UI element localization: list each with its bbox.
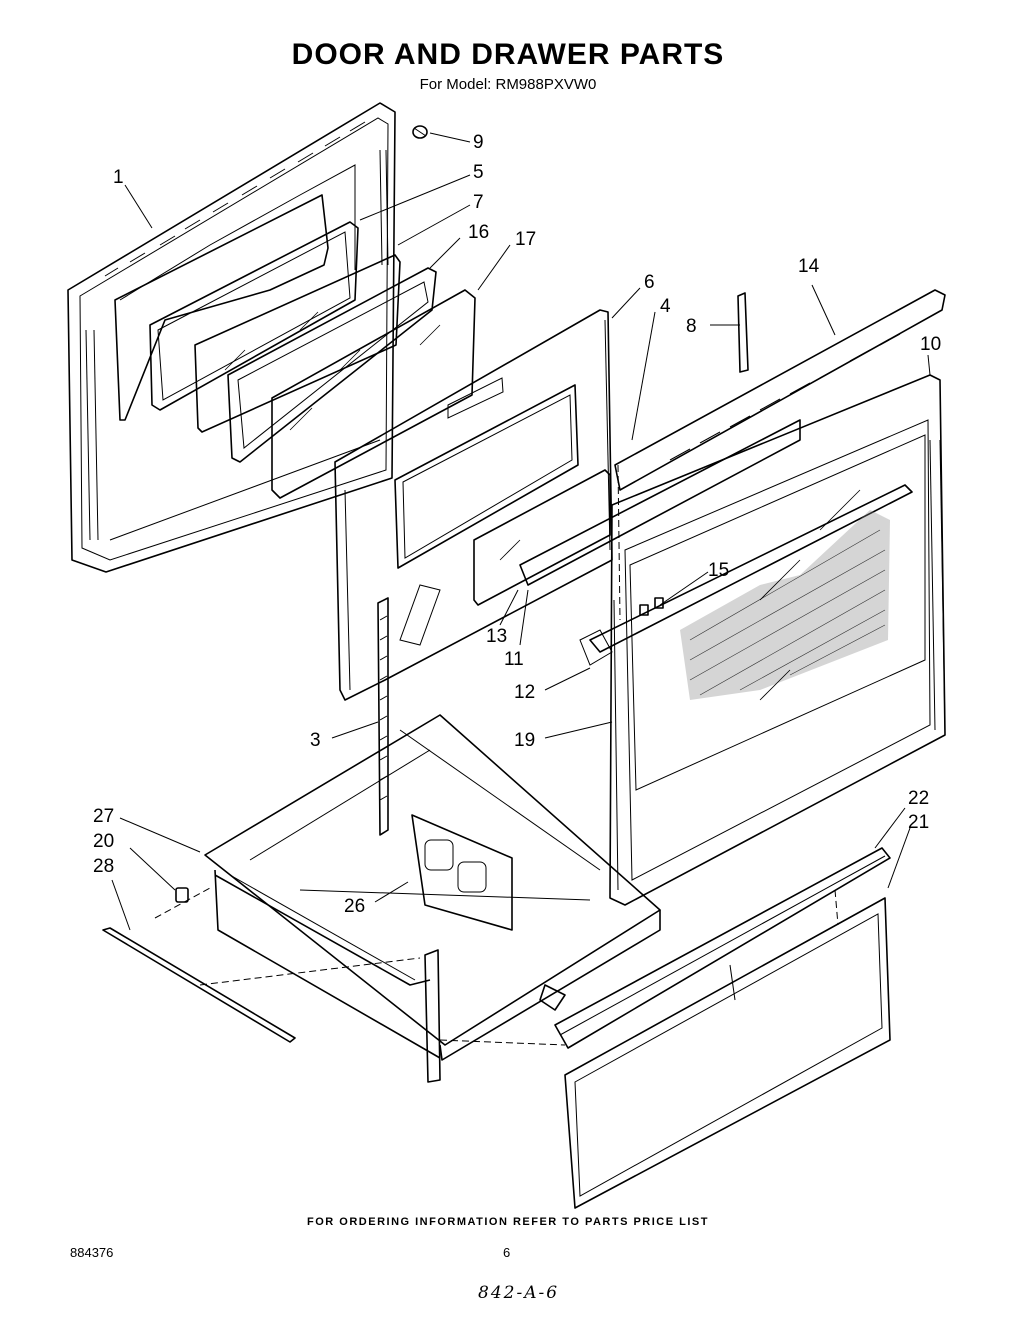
callout-9: 9 [473, 132, 484, 153]
callout-16: 16 [468, 222, 489, 243]
callout-3: 3 [310, 730, 321, 751]
inner-door-glass [194, 254, 401, 433]
callout-15: 15 [708, 560, 729, 581]
callout-13: 13 [486, 626, 507, 647]
callout-1: 1 [113, 167, 124, 188]
callout-27: 27 [93, 806, 114, 827]
page-title: DOOR AND DRAWER PARTS [291, 38, 725, 71]
ordering-info-note: FOR ORDERING INFORMATION REFER TO PARTS … [307, 1216, 709, 1228]
drawer-divider-part [411, 814, 513, 931]
callout-28: 28 [93, 856, 114, 877]
callout-4: 4 [660, 296, 671, 317]
callout-8: 8 [686, 316, 697, 337]
drawer-front-panel [564, 897, 891, 1209]
callout-14: 14 [798, 256, 820, 277]
hinge-strip-part [377, 597, 389, 836]
door-glass-frame [227, 267, 437, 463]
callout-10: 10 [920, 334, 941, 355]
callout-leader-lines [111, 132, 931, 931]
callout-17: 17 [515, 229, 536, 250]
model-subtitle: For Model: RM988PXVW0 [419, 76, 597, 93]
handwritten-reference: 842-A-6 [478, 1283, 560, 1303]
door-knob-part [412, 125, 428, 139]
callout-21: 21 [908, 812, 929, 833]
page-number: 6 [503, 1245, 511, 1260]
document-number: 884376 [70, 1245, 114, 1260]
door-mesh-screen [680, 489, 890, 701]
vent-trim-part [614, 289, 946, 491]
door-liner-panel [114, 194, 359, 421]
oven-door-outer-frame [579, 374, 946, 906]
callout-6: 6 [644, 272, 655, 293]
callout-19: 19 [514, 730, 535, 751]
callout-7: 7 [473, 192, 484, 213]
door-inner-panel [334, 309, 613, 701]
callout-12: 12 [514, 682, 535, 703]
drawer-roller-bracket [175, 887, 189, 903]
assembly-guide-lines [154, 464, 839, 1046]
callout-20: 20 [93, 831, 114, 852]
drawer-rail-part [554, 847, 891, 1049]
callout-22: 22 [908, 788, 929, 809]
outer-door-panel [67, 102, 396, 573]
drawer-rod-part [102, 927, 296, 1043]
callout-5: 5 [473, 162, 484, 183]
glass-retainer-strip [519, 419, 801, 586]
door-clip-part [737, 292, 749, 373]
callout-26: 26 [344, 896, 365, 917]
outer-door-glass [271, 289, 476, 499]
small-window-glass [473, 469, 611, 606]
callout-11: 11 [504, 649, 524, 670]
drawer-body [204, 714, 661, 1083]
